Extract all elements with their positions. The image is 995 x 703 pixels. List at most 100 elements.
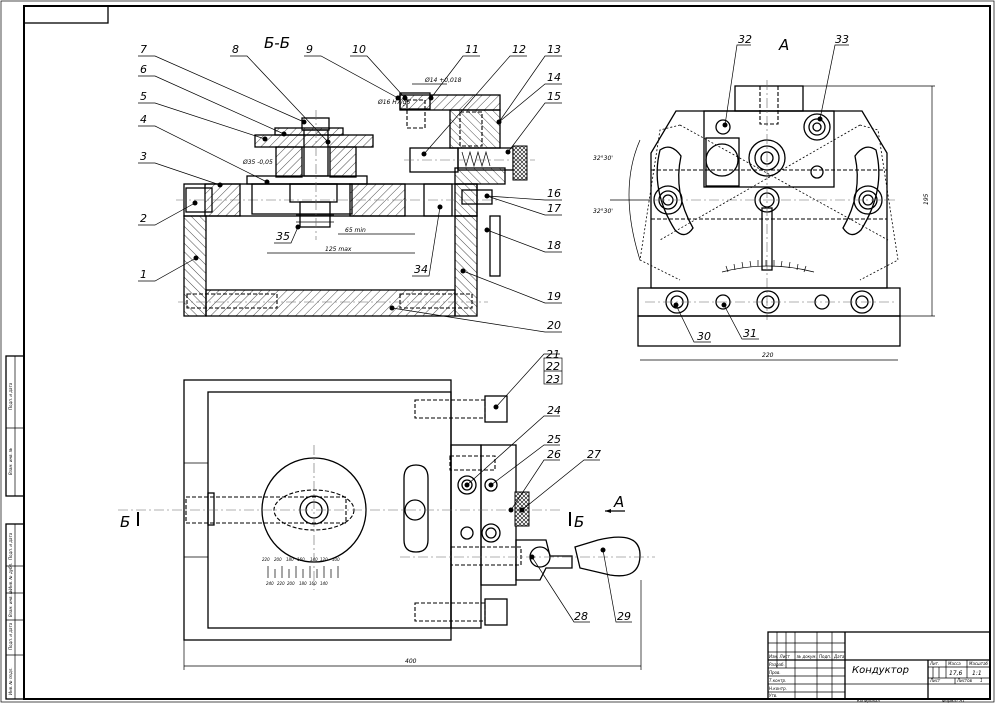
- callout-1: 1: [140, 268, 147, 281]
- tb-row: Подп.: [819, 654, 831, 659]
- scale-label: 100: [332, 557, 340, 562]
- sheets-label: Листов: [956, 678, 973, 683]
- dim-height-195: 195: [923, 193, 930, 205]
- callout-29: 29: [617, 610, 631, 623]
- callout-27: 27: [587, 448, 601, 461]
- scale-label: 140: [310, 557, 318, 562]
- stamp-text: Инв. № подл.: [8, 667, 13, 695]
- tb-row: Дата: [833, 654, 845, 659]
- scale-label: 120: [320, 557, 328, 562]
- callout-31: 31: [743, 327, 757, 340]
- stamp-text: Подп. и дата: [8, 622, 13, 650]
- stamp-text: Инв. № дубл.: [8, 563, 13, 590]
- sheet-label: Лист: [929, 678, 941, 683]
- stamp-text: Взам. инв. №: [8, 448, 13, 475]
- callout-30: 30: [697, 330, 711, 343]
- callout-8: 8: [232, 43, 239, 56]
- plan-scale-top-labels: 220 200 180 160 140 120 100: [262, 557, 340, 562]
- col-lit: Лит.: [929, 661, 939, 666]
- tb-row: № докум.: [796, 654, 817, 659]
- callout-33: 33: [835, 33, 849, 46]
- dim-125max: 125 max: [325, 246, 352, 253]
- stamp-text: Подп. и дата: [8, 382, 13, 410]
- tb-role: Пров.: [769, 670, 781, 675]
- tb-row: Изм. Лист: [769, 654, 790, 659]
- dim-d16: Ø16 H7/g6: [377, 99, 410, 106]
- dim-d14: Ø14 +0,018: [424, 77, 462, 84]
- callout-9: 9: [306, 43, 313, 56]
- format-label: Формат А1: [942, 698, 965, 703]
- dim-65min: 65 min: [345, 227, 366, 234]
- dim-angle-1: 32°30': [593, 155, 613, 162]
- tb-role: Н.контр.: [769, 686, 787, 691]
- col-scale: Масштаб: [969, 661, 989, 666]
- callout-28: 28: [574, 610, 588, 623]
- section-view-bb: Б-Б: [138, 34, 562, 333]
- callout-24: 24: [547, 404, 561, 417]
- view-a-title: А: [778, 36, 789, 54]
- callout-15: 15: [547, 90, 561, 103]
- scale-label: 220: [277, 581, 285, 586]
- callout-16: 16: [547, 187, 561, 200]
- callout-34: 34: [414, 263, 428, 276]
- callout-12: 12: [512, 43, 526, 56]
- callout-10: 10: [352, 43, 366, 56]
- callout-25: 25: [547, 433, 561, 446]
- title-block: Кондуктор Лит. Масса Масштаб 17,6 1:1 Ли…: [767, 631, 991, 703]
- callout-18: 18: [547, 239, 561, 252]
- view-a: А: [593, 33, 935, 361]
- callout-4: 4: [140, 113, 147, 126]
- callout-2: 2: [140, 212, 147, 225]
- dim-angle-2: 32°30': [593, 208, 613, 215]
- col-mass: Масса: [948, 661, 961, 666]
- callout-6: 6: [140, 63, 147, 76]
- dim-d35: Ø35 -0,05: [242, 159, 273, 166]
- scale-label: 160: [309, 581, 317, 586]
- section-title: Б-Б: [264, 34, 290, 52]
- scale-label: 140: [320, 581, 328, 586]
- callout-26: 26: [547, 448, 561, 461]
- sheets-value: 1: [980, 678, 983, 683]
- scale-label: 180: [299, 581, 307, 586]
- plan-view: 220 200 180 160 140 120 100 240 220 200 …: [118, 348, 655, 670]
- scale-label: 220: [262, 557, 270, 562]
- callout-21: 21: [546, 348, 560, 361]
- callout-19: 19: [547, 290, 561, 303]
- side-stamp: Подп. и дата Взам. инв. № Подп. и дата И…: [5, 355, 25, 700]
- callout-23: 23: [546, 373, 560, 386]
- scale-value: 1:1: [972, 670, 982, 677]
- cut-marker-right: Б: [574, 513, 584, 531]
- callout-11: 11: [465, 43, 479, 56]
- scale-label: 200: [274, 557, 282, 562]
- plan-scale-bottom-labels: 240 220 200 180 160 140: [266, 581, 328, 586]
- tb-role: Утв.: [769, 693, 777, 698]
- cut-marker-left: Б: [120, 513, 130, 531]
- stamp-text: Подп. и дата: [8, 532, 13, 560]
- scale-label: 240: [266, 581, 274, 586]
- callout-20: 20: [547, 319, 561, 332]
- callout-14: 14: [547, 71, 561, 84]
- stamp-text: Взам. инв. №: [8, 590, 13, 617]
- callout-3: 3: [140, 150, 147, 163]
- copied-label: Копировал: [857, 698, 880, 703]
- callout-13: 13: [547, 43, 561, 56]
- drawing-name: Кондуктор: [852, 665, 909, 676]
- tb-role: Т.контр.: [769, 678, 786, 683]
- scale-label: 180: [286, 557, 294, 562]
- callout-17: 17: [547, 202, 561, 215]
- scale-label: 160: [297, 557, 305, 562]
- mass-value: 17,6: [949, 670, 963, 677]
- callout-32: 32: [738, 33, 752, 46]
- callout-22: 22: [546, 360, 560, 373]
- callout-7: 7: [140, 43, 147, 56]
- scale-label: 200: [287, 581, 295, 586]
- view-arrow-label: А: [613, 493, 624, 511]
- dim-length-400: 400: [405, 658, 417, 665]
- callout-35: 35: [276, 230, 290, 243]
- tb-role: Разраб.: [769, 662, 785, 667]
- dim-width-220: 220: [762, 352, 774, 359]
- plan-scale-ticks: [267, 566, 339, 578]
- callout-5: 5: [140, 90, 147, 103]
